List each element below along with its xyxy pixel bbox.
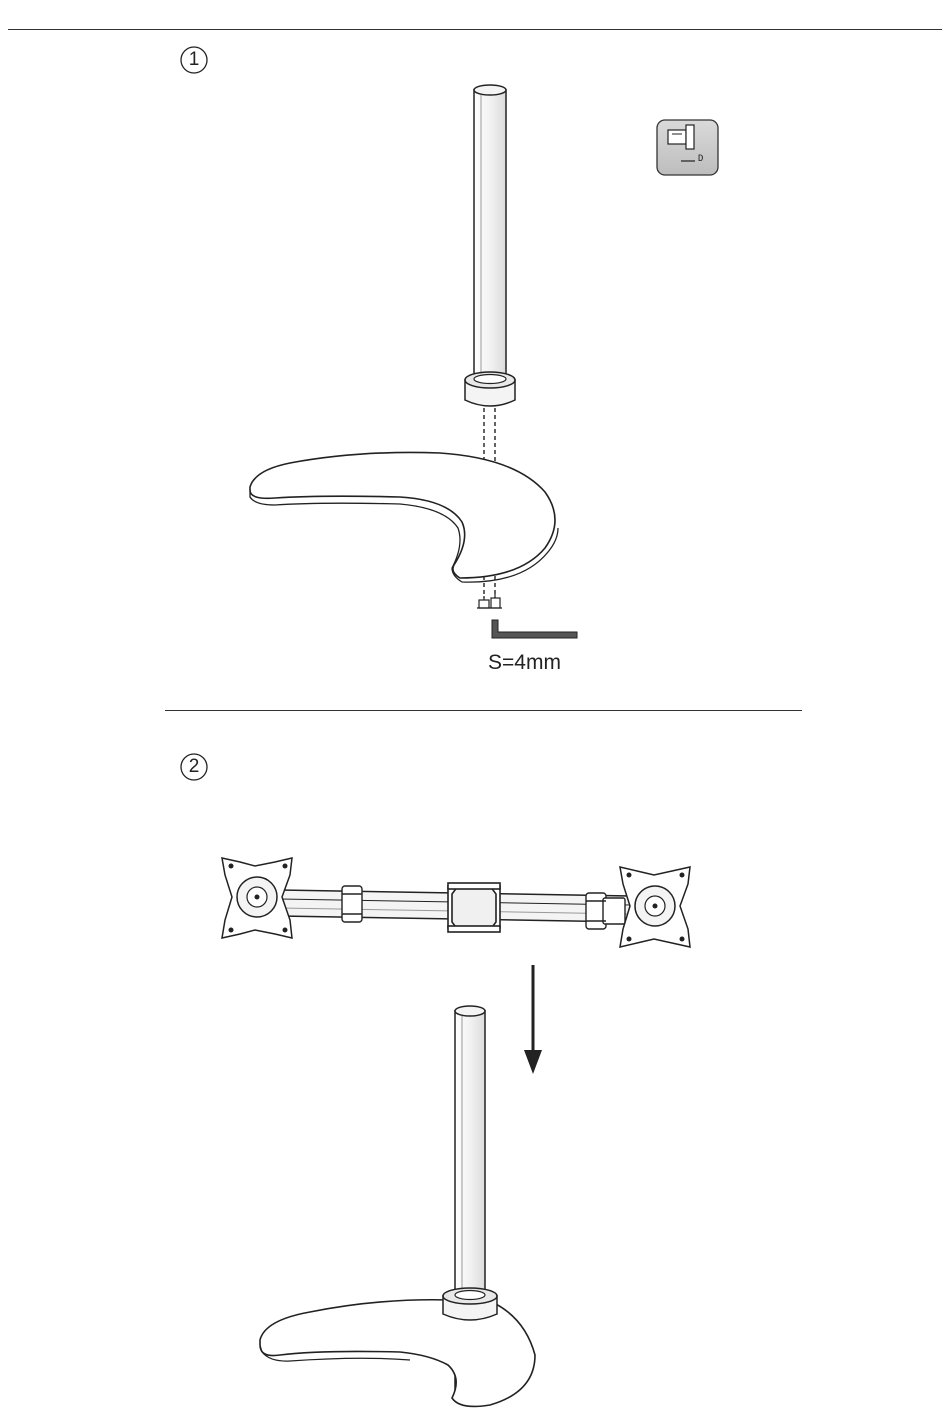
right-vesa-plate (620, 867, 690, 947)
right-arm-joint (586, 893, 625, 929)
step-1-base-collar (465, 372, 515, 406)
step-1-badge: 1 (180, 46, 208, 74)
hardware-tag-letter: D (698, 154, 703, 164)
step-2-number: 2 (180, 753, 208, 781)
step-2-badge: 2 (180, 753, 208, 781)
left-arm-joint (342, 886, 362, 922)
hardware-tag-icon (657, 120, 718, 175)
step-1-kidney-base (250, 452, 558, 582)
step-1-screws (477, 594, 502, 608)
hex-key-size-label: S=4mm (488, 651, 561, 675)
hex-key-icon (492, 620, 577, 638)
center-pole-clamp (448, 883, 500, 932)
down-arrow-icon (524, 965, 542, 1074)
step-1-number: 1 (180, 46, 208, 74)
step-1-pole (474, 85, 506, 380)
step-2-base-collar (443, 1288, 497, 1320)
left-vesa-plate (222, 858, 292, 938)
